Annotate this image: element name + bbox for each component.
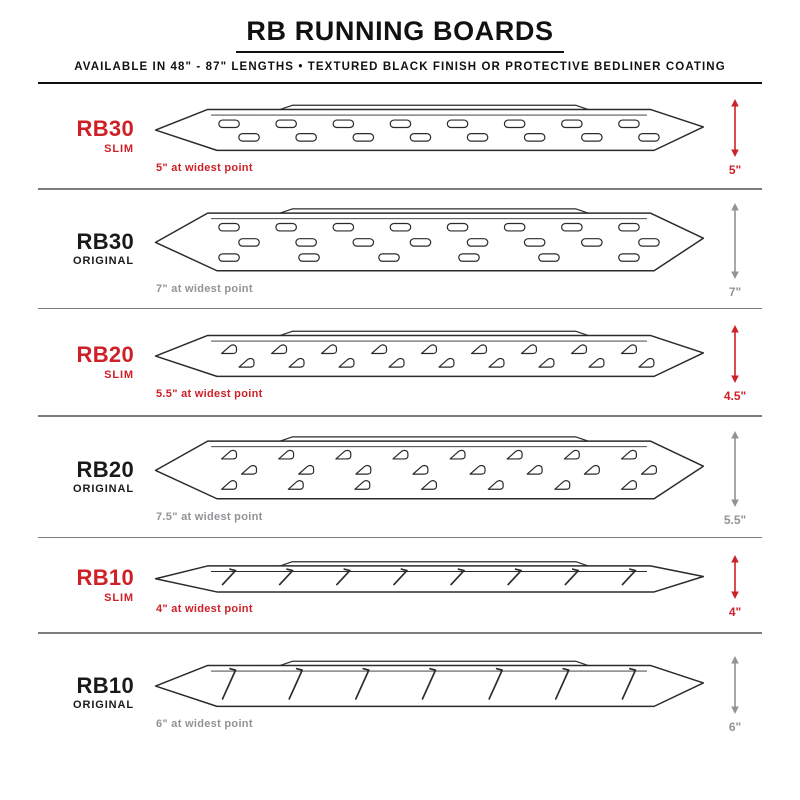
running-board-drawing [154, 436, 705, 500]
section-divider [38, 536, 762, 538]
model-variant: SLIM [104, 142, 134, 155]
height-measure: 4.5" [708, 321, 762, 403]
model-label: RB30 SLIM [38, 117, 150, 154]
section-divider [38, 632, 762, 634]
section-divider [38, 307, 762, 309]
width-note: 6" at widest point [156, 718, 253, 730]
model-name: RB20 [76, 456, 134, 482]
board-section-rb10-slim: RB10 SLIM 4" at widest point 4" [38, 538, 762, 632]
model-name: RB20 [76, 342, 134, 368]
board-section-rb20-slim: RB20 SLIM 5.5" at widest point 4.5" [38, 309, 762, 415]
width-note: 7" at widest point [156, 283, 253, 295]
page-subtitle: AVAILABLE IN 48" - 87" LENGTHS • TEXTURE… [74, 61, 726, 73]
model-name: RB30 [76, 228, 134, 254]
height-measure: 4" [708, 551, 762, 619]
height-measure: 5" [708, 95, 762, 177]
model-label: RB10 ORIGINAL [38, 674, 150, 711]
height-label: 4.5" [723, 389, 747, 403]
width-note: 5.5" at widest point [156, 387, 263, 400]
running-board-drawing [154, 104, 705, 151]
vertical-arrow-icon [731, 655, 739, 714]
height-measure: 7" [708, 199, 762, 299]
board-section-rb10-original: RB10 ORIGINAL 6" at widest point 6" [38, 634, 762, 752]
running-board-drawing [154, 560, 705, 593]
model-variant: SLIM [104, 591, 134, 604]
height-measure: 5.5" [708, 427, 762, 527]
model-name: RB10 [76, 672, 134, 698]
vertical-arrow-icon [731, 555, 739, 599]
height-label: 5.5" [723, 512, 747, 527]
model-name: RB10 [76, 565, 134, 591]
vertical-arrow-icon [731, 202, 739, 279]
section-divider [38, 415, 762, 417]
board-section-rb30-original: RB30 ORIGINAL 7" at widest point 7" [38, 190, 762, 308]
model-variant: SLIM [104, 368, 134, 381]
model-name: RB30 [76, 116, 134, 142]
model-label: RB10 SLIM [38, 566, 150, 603]
page-title: RB RUNNING BOARDS [236, 16, 564, 53]
drawing-area: 5" at widest point [150, 84, 708, 188]
drawing-area: 5.5" at widest point [150, 309, 708, 415]
drawing-area: 6" at widest point [150, 634, 708, 752]
model-label: RB20 ORIGINAL [38, 458, 150, 495]
drawing-area: 7.5" at widest point [150, 417, 708, 537]
width-note: 7.5" at widest point [156, 511, 263, 523]
height-label: 6" [728, 719, 742, 734]
model-label: RB20 SLIM [38, 343, 150, 380]
model-variant: ORIGINAL [73, 699, 134, 712]
running-board-drawing [154, 660, 705, 708]
vertical-arrow-icon [731, 325, 739, 383]
model-variant: ORIGINAL [73, 483, 134, 496]
board-section-rb30-slim: RB30 SLIM 5" at widest point 5" [38, 84, 762, 188]
width-note: 4" at widest point [156, 602, 253, 615]
running-board-drawing [154, 208, 705, 272]
vertical-arrow-icon [731, 430, 739, 507]
running-board-drawing [154, 330, 705, 377]
width-note: 5" at widest point [156, 161, 253, 174]
board-section-rb20-original: RB20 ORIGINAL 7.5" at widest point 5.5" [38, 417, 762, 537]
height-label: 4" [728, 605, 742, 619]
header-rule [38, 82, 762, 84]
section-divider [38, 188, 762, 190]
height-label: 5" [728, 163, 742, 177]
page-header: RB RUNNING BOARDS AVAILABLE IN 48" - 87"… [38, 16, 762, 84]
drawing-area: 7" at widest point [150, 190, 708, 308]
height-measure: 6" [708, 652, 762, 734]
height-label: 7" [728, 284, 742, 299]
vertical-arrow-icon [731, 99, 739, 157]
model-label: RB30 ORIGINAL [38, 230, 150, 267]
drawing-area: 4" at widest point [150, 538, 708, 632]
model-variant: ORIGINAL [73, 255, 134, 268]
